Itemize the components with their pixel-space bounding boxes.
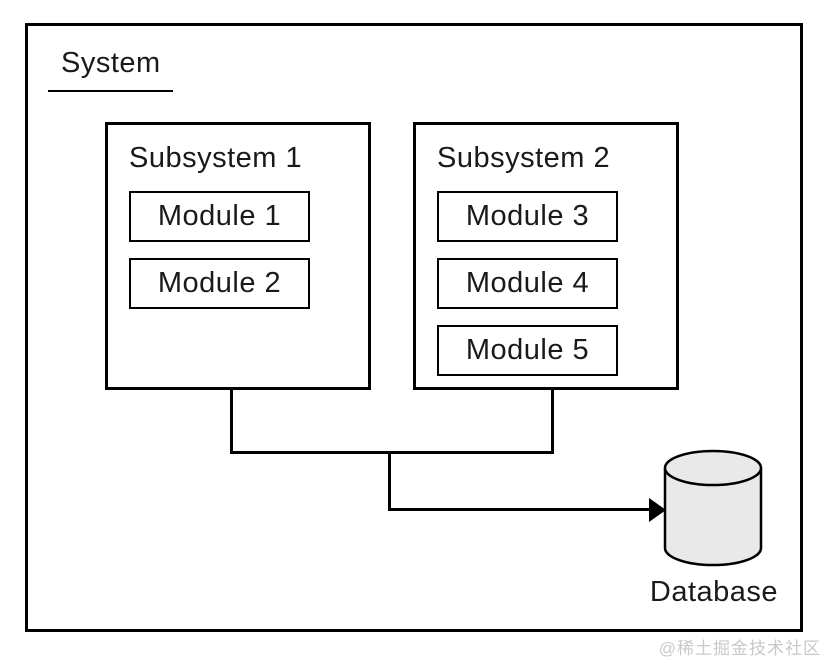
connector-merge-horizontal xyxy=(230,451,554,454)
connector-to-database xyxy=(388,508,651,511)
connector-subsystem2-down xyxy=(551,389,554,454)
subsystem-1-box: Subsystem 1 Module 1 Module 2 xyxy=(105,122,371,390)
subsystem-2-box: Subsystem 2 Module 3 Module 4 Module 5 xyxy=(413,122,679,390)
arrowhead-icon xyxy=(649,498,666,522)
database-cylinder-icon xyxy=(663,449,763,567)
module-2-box: Module 2 xyxy=(129,258,310,309)
connector-subsystem1-down xyxy=(230,389,233,454)
module-5-box: Module 5 xyxy=(437,325,618,376)
module-4-box: Module 4 xyxy=(437,258,618,309)
cylinder-top xyxy=(663,449,763,487)
connector-merge-down xyxy=(388,451,391,511)
cylinder-body xyxy=(663,468,763,567)
module-3-box: Module 3 xyxy=(437,191,618,242)
subsystem-2-title: Subsystem 2 xyxy=(437,142,611,174)
system-label: System xyxy=(61,47,161,79)
watermark: @稀土掘金技术社区 xyxy=(658,639,821,658)
subsystem-1-title: Subsystem 1 xyxy=(129,142,303,174)
database-label: Database xyxy=(649,576,779,608)
module-1-box: Module 1 xyxy=(129,191,310,242)
system-underline xyxy=(48,90,173,92)
